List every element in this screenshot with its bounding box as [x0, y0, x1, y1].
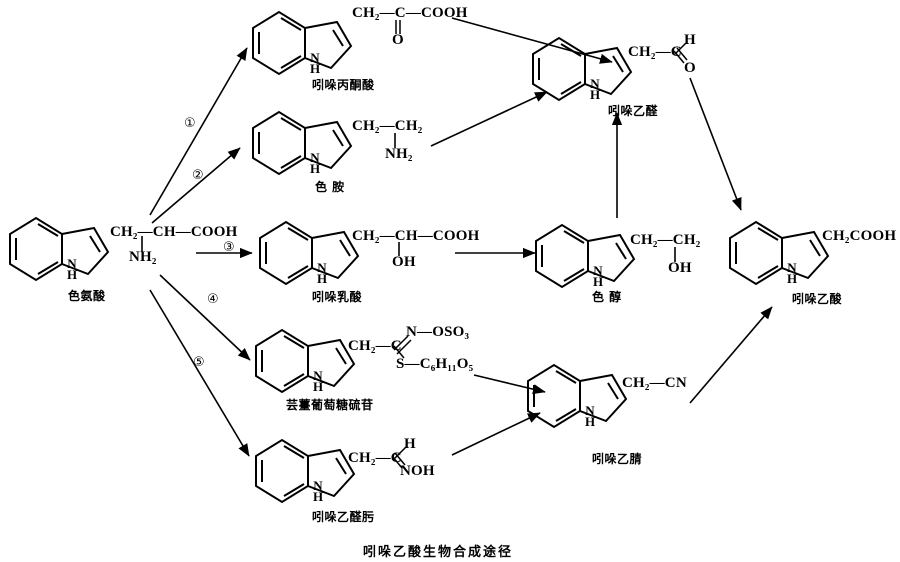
indole-lactic-acid-substituent: OH [392, 254, 416, 270]
label-indole-lactic-acid: 吲哚乳酸 [312, 290, 363, 304]
tryptamine-side-chain: CH₂—CH₂ [352, 118, 423, 134]
indole-acetaldehyde-bonds [673, 42, 688, 64]
figure-title: 吲哚乙酸生物合成途径 [363, 545, 514, 560]
label-tryptophol: 色 醇 [592, 290, 622, 304]
tryptophan-substituent: NH₂ [129, 249, 157, 265]
molecule-indole-acetaldoxime [248, 430, 368, 508]
step-number-5: ⑤ [193, 355, 205, 370]
tryptophan-nh2-bond [141, 236, 143, 252]
molecule-tryptophan [2, 208, 122, 286]
molecule-indole-acetaldehyde [525, 28, 645, 106]
indole-acetaldoxime-side-chain: CH₂—C [348, 450, 402, 466]
indole-lactic-acid-oh-bond [398, 242, 400, 256]
step-number-3: ③ [223, 240, 235, 255]
molecule-indole-acetonitrile [520, 355, 640, 433]
molecule-indole-acetic-acid [722, 212, 842, 290]
indole-acetaldehyde-carbonyl-group: O [684, 60, 696, 76]
label-indole-acetaldehyde: 吲哚乙醛 [608, 104, 659, 118]
tryptamine-nh2-bond [394, 133, 396, 148]
brassica-glucosinolate-bonds [393, 335, 412, 359]
molecule-indole-pyruvic-acid [245, 2, 365, 80]
brassica-glucosinolate-imine-group: N—OSO₃ [406, 324, 470, 340]
indole-acetaldoxime-h-group: H [404, 436, 416, 452]
molecule-brassica-glucosinolate [248, 320, 368, 398]
tryptophol-oh-bond [674, 247, 676, 262]
molecule-tryptamine [245, 102, 365, 180]
step-number-1: ① [184, 116, 196, 131]
label-indole-acetaldoxime: 吲哚乙醛肟 [312, 510, 375, 524]
indole-pyruvic-acid-carbonyl-bond [395, 20, 401, 34]
indole-acetaldoxime-oxime-group: NOH [400, 463, 435, 479]
tryptophan-side-chain: CH₂—CH—COOH [110, 224, 238, 240]
label-tryptamine: 色 胺 [315, 180, 345, 194]
indole-pyruvic-acid-substituent: O [392, 32, 404, 48]
indole-acetic-acid-side-chain: CH₂COOH [822, 228, 897, 244]
molecule-indole-lactic-acid [252, 212, 372, 290]
label-indole-acetonitrile: 吲哚乙腈 [592, 452, 643, 466]
indole-acetonitrile-side-chain: CH₂—CN [622, 375, 687, 391]
brassica-glucosinolate-side-chain: CH₂—C [348, 338, 402, 354]
indole-acetaldehyde-side-chain: CH₂—C [628, 44, 682, 60]
label-tryptophan: 色氨酸 [68, 289, 106, 303]
indole-acetaldoxime-bonds [391, 446, 407, 469]
tryptophol-side-chain: CH₂—CH₂ [630, 232, 701, 248]
step-number-2: ② [192, 168, 204, 183]
label-brassica-glucosinolate: 芸薹葡萄糖硫苷 [286, 398, 374, 412]
tryptophol-substituent: OH [668, 260, 692, 276]
indole-acetaldehyde-h-group: H [684, 32, 696, 48]
brassica-glucosinolate-thioglucose-group: S—C₆H₁₁O₅ [396, 356, 474, 372]
label-indole-pyruvic-acid: 吲哚丙酮酸 [312, 78, 375, 92]
tryptamine-substituent: NH₂ [385, 146, 413, 162]
label-indole-acetic-acid: 吲哚乙酸 [792, 292, 843, 306]
molecule-tryptophol [528, 215, 648, 293]
indole-pyruvic-acid-side-chain: CH₂—C—COOH [352, 5, 468, 21]
indole-lactic-acid-side-chain: CH₂—CH—COOH [352, 228, 480, 244]
step-number-4: ④ [207, 292, 219, 307]
